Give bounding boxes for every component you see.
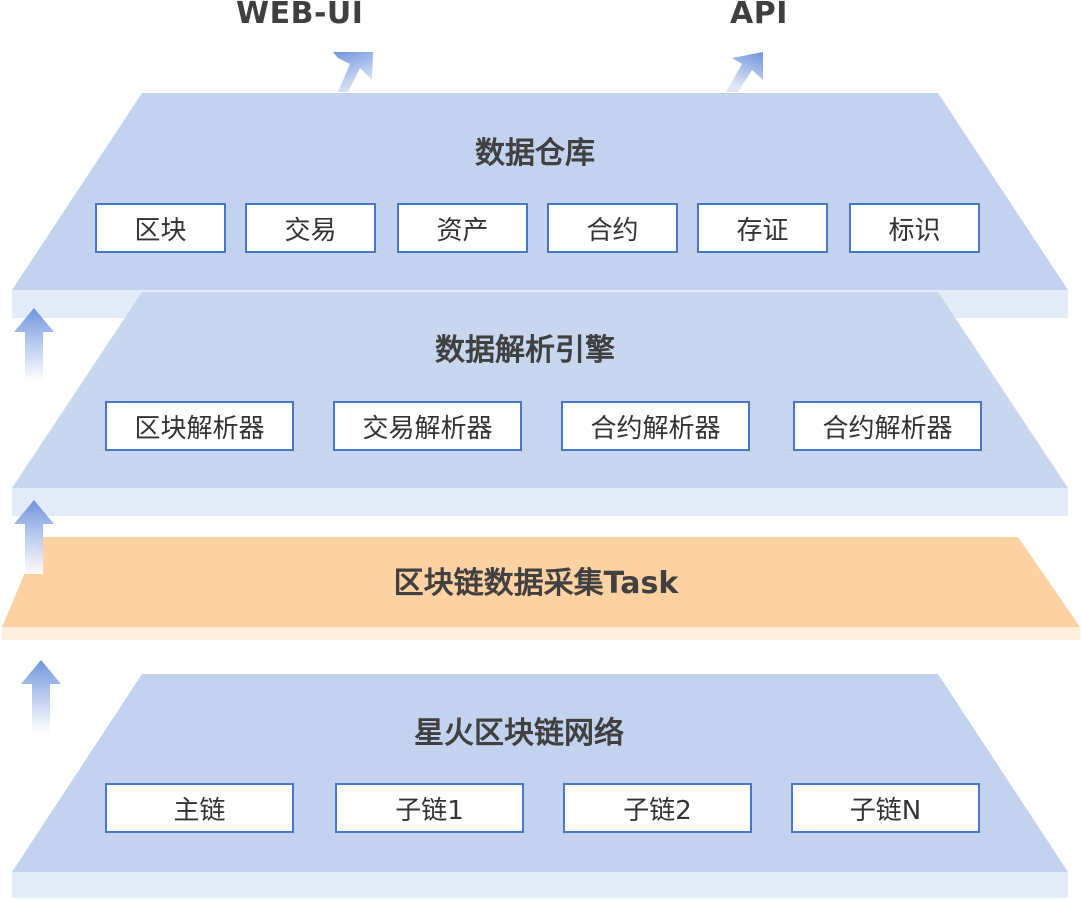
- upward-arrow-3: [21, 660, 61, 734]
- api-output-arrow: [726, 52, 763, 92]
- warehouse-item-box: 区块: [95, 203, 226, 253]
- chain-box: 子链N: [791, 783, 980, 833]
- parser-box: 合约解析器: [793, 401, 982, 451]
- warehouse-item-box: 存证: [697, 203, 828, 253]
- warehouse-item-box: 交易: [245, 203, 376, 253]
- parser-box: 合约解析器: [561, 401, 750, 451]
- warehouse-item-box: 标识: [849, 203, 980, 253]
- collection-task-layer-shape: [2, 537, 1080, 627]
- collection-task-title: 区块链数据采集Task: [393, 566, 679, 601]
- parsing-engine-layer-shadow: [12, 488, 1068, 516]
- chain-box: 主链: [105, 783, 294, 833]
- web-ui-output-arrow: [333, 52, 373, 92]
- warehouse-item-box: 资产: [397, 203, 528, 253]
- parsing-engine-title: 数据解析引擎: [435, 333, 615, 368]
- parsing-engine-layer-shape: [12, 292, 1068, 488]
- upward-arrow-2: [14, 500, 54, 574]
- api-label: API: [730, 0, 788, 31]
- data-warehouse-title: 数据仓库: [475, 136, 595, 171]
- network-layer-shadow: [12, 872, 1068, 898]
- web-ui-label: WEB-UI: [236, 0, 364, 31]
- collection-task-layer-shadow: [2, 627, 1080, 640]
- chain-box: 子链2: [563, 783, 752, 833]
- network-layer-shape: [12, 674, 1068, 872]
- warehouse-item-box: 合约: [547, 203, 678, 253]
- data-warehouse-layer-shape: [12, 93, 1068, 290]
- upward-arrow-1: [14, 308, 54, 382]
- network-title: 星火区块链网络: [414, 716, 624, 751]
- parser-box: 交易解析器: [333, 401, 522, 451]
- collection-task-layer: [2, 537, 1080, 640]
- parser-box: 区块解析器: [105, 401, 294, 451]
- chain-box: 子链1: [335, 783, 524, 833]
